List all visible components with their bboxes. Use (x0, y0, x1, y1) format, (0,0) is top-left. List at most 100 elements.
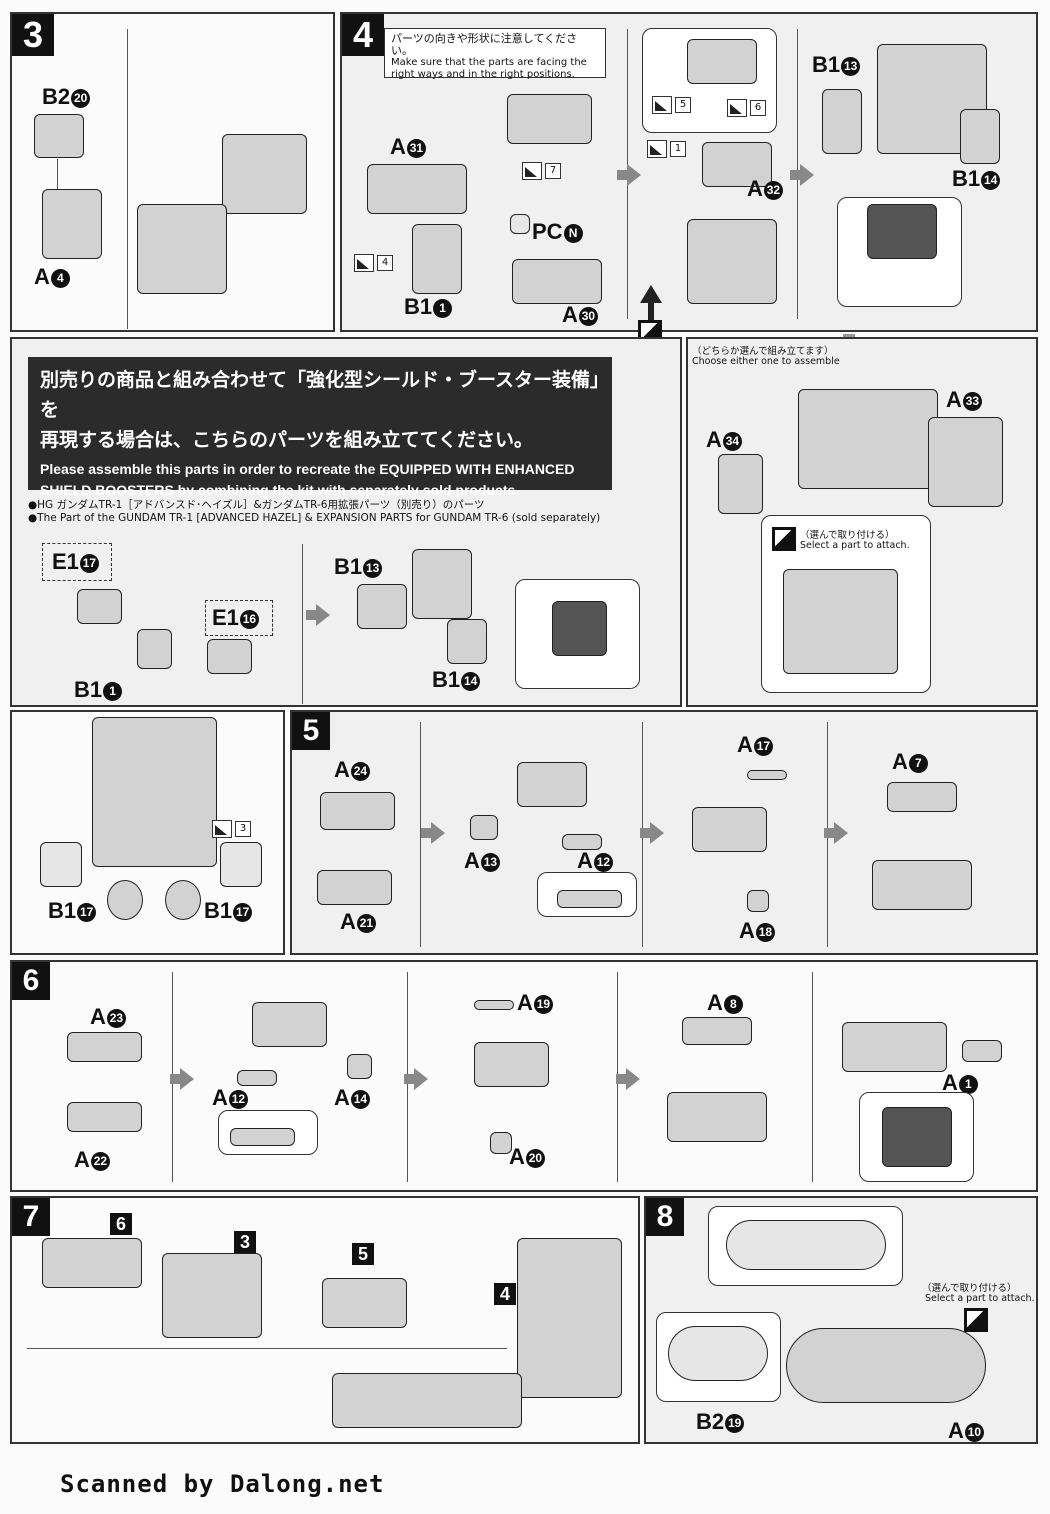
part-step7-final (332, 1373, 522, 1428)
part-b1-17-right-cap (220, 842, 262, 887)
option-bullet-jp: ●HG ガンダムTR-1［アドバンスド･ヘイズル］&ガンダムTR-6用拡張パーツ… (28, 499, 485, 511)
step-7-panel: 7 6 3 5 4 (10, 1196, 640, 1444)
part-b1-13 (822, 89, 862, 154)
assembled-shield-with-boosters (92, 717, 217, 867)
part-a13 (470, 815, 498, 840)
part-a31-upper (507, 94, 592, 144)
part-b1-1 (412, 224, 462, 294)
e1-16-box (205, 600, 273, 636)
part-a19 (474, 1000, 514, 1010)
part-a22 (67, 1102, 142, 1132)
part-b1-17-left-cap (40, 842, 82, 887)
part-option-detail (552, 601, 607, 656)
part-b1-14 (960, 109, 1000, 164)
choose-jp: （どちらか選んで組み立てます） (692, 346, 834, 357)
part-select-result (783, 569, 898, 674)
part-a24 (320, 792, 395, 830)
choose-en: Choose either one to assemble (692, 356, 840, 367)
part-shield-assembled-option (798, 389, 938, 489)
part-b1-17-right-nozzle (165, 880, 201, 920)
part-a8 (682, 1017, 752, 1045)
part-step6-body (252, 1002, 327, 1047)
scan-credit: Scanned by Dalong.net (60, 1470, 385, 1498)
part-b1-17-left-nozzle (107, 880, 143, 920)
part-a12-s6 (237, 1070, 277, 1086)
part-a12 (562, 834, 602, 850)
subassembly-5: 5 (352, 1240, 374, 1266)
part-a30 (512, 259, 602, 304)
e1-17-box (42, 543, 112, 581)
part-a18 (747, 890, 769, 912)
assembled-shield-base (687, 219, 777, 304)
part-a14 (347, 1054, 372, 1079)
option-banner: 別売りの商品と組み合わせて「強化型シールド・ブースター装備」を 再現する場合は、… (28, 357, 612, 498)
part-step6-final (842, 1022, 947, 1072)
part-e1-16 (207, 639, 252, 674)
part-a20 (490, 1132, 512, 1154)
part-a4 (42, 189, 102, 259)
step-8-number: 8 (646, 1198, 684, 1236)
part-a24-a21-assembled (517, 762, 587, 807)
part-a12-s6-detail (230, 1128, 295, 1146)
subassembly-4: 4 (494, 1280, 516, 1306)
part-a1 (962, 1040, 1002, 1062)
part-a17 (747, 770, 787, 780)
part-step7-center (162, 1253, 262, 1338)
part-a7 (887, 782, 957, 812)
part-step6-base (474, 1042, 549, 1087)
part-step5-base (692, 807, 767, 852)
select-icon-s8 (964, 1308, 988, 1332)
select-icon-2 (772, 527, 796, 551)
step-8-panel: 8 （選んで取り付ける） Select a part to attach. B2… (644, 1196, 1038, 1444)
part-step7-shield (517, 1238, 622, 1398)
part-step7-right (322, 1278, 407, 1328)
part-s8-left-detail (668, 1326, 768, 1381)
part-b1-14-option (447, 619, 487, 664)
part-a34 (718, 454, 763, 514)
subassembly-6: 6 (110, 1210, 132, 1236)
part-a12-detail (557, 890, 622, 908)
part-pcn (510, 214, 530, 234)
select-jp-2: （選んで取り付ける） (800, 530, 895, 541)
part-b1-detail (867, 204, 937, 259)
step-4-panel: 4 パーツの向きや形状に注意してください。 Make sure that the… (340, 12, 1038, 332)
option-bullet-en: ●The Part of the GUNDAM TR-1 [ADVANCED H… (28, 512, 601, 524)
caution-note: パーツの向きや形状に注意してください。 Make sure that the p… (384, 28, 606, 80)
option-panel: 別売りの商品と組み合わせて「強化型シールド・ブースター装備」を 再現する場合は、… (10, 337, 682, 707)
part-a32 (702, 142, 772, 187)
part-b2-20 (34, 114, 84, 158)
step-7-number: 7 (12, 1198, 50, 1236)
part-a33 (928, 417, 1003, 507)
part-e1-17 (77, 589, 122, 624)
part-b1-13-option (357, 584, 407, 629)
part-a21 (317, 870, 392, 905)
